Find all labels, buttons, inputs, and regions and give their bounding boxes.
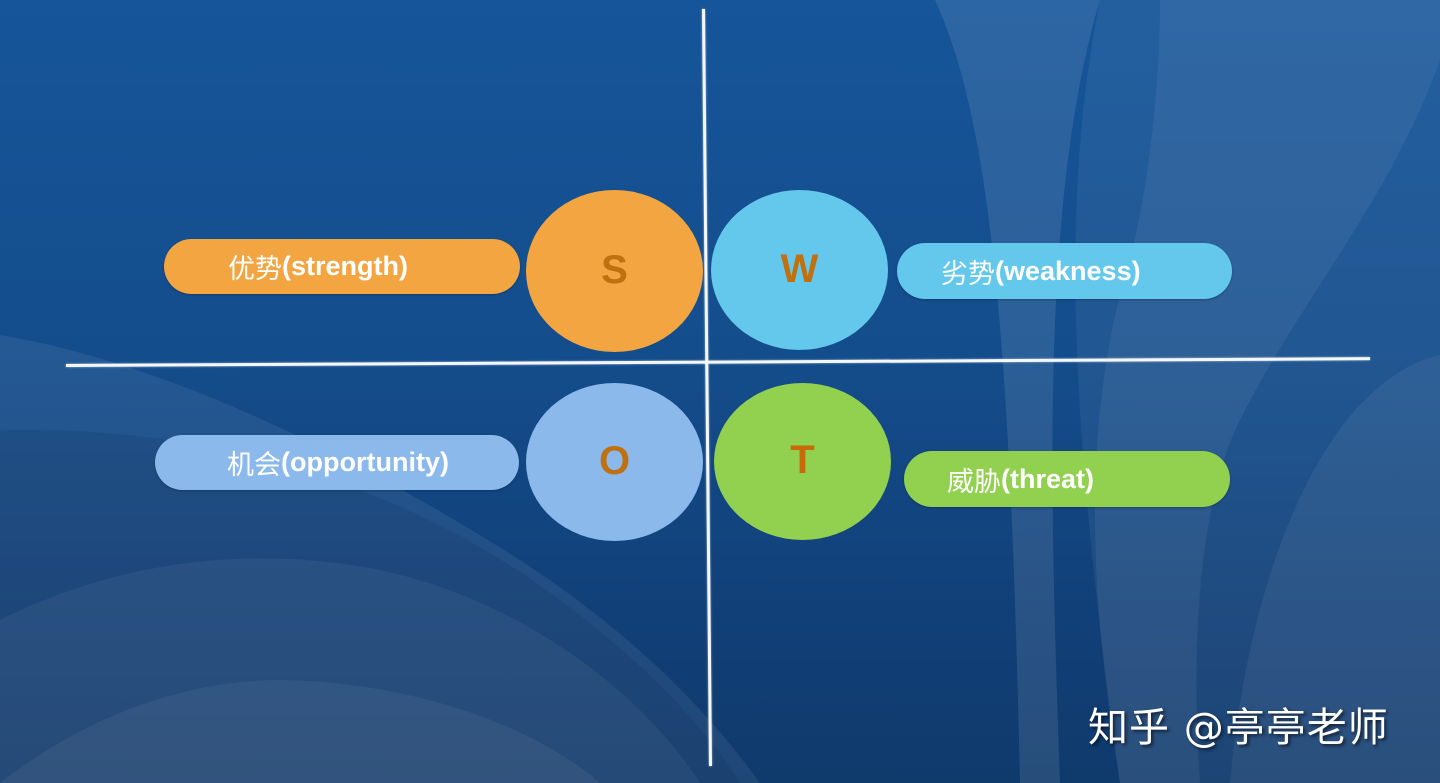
opportunity-circle: O (526, 383, 703, 541)
weakness-label-pill: 劣势(weakness) (897, 243, 1232, 299)
strength-label-en: (strength) (282, 251, 408, 281)
opportunity-letter: O (598, 438, 631, 483)
opportunity-label-en: (opportunity) (281, 447, 449, 477)
zhihu-watermark: 知乎 @亭亭老师 (1088, 705, 1389, 751)
threat-label-pill: 威胁(threat) (904, 451, 1230, 507)
threat-circle: T (714, 383, 891, 540)
strength-circle: S (526, 190, 703, 352)
opportunity-label-pill: 机会(opportunity) (155, 435, 519, 490)
weakness-label-en: (weakness) (995, 255, 1141, 286)
weakness-circle: W (711, 190, 888, 350)
weakness-letter: W (780, 246, 819, 291)
opportunity-label-cn: 机会 (227, 450, 281, 481)
strength-label-pill: 优势(strength) (164, 239, 520, 294)
weakness-label-cn: 劣势 (941, 258, 995, 290)
strength-letter: S (601, 247, 628, 292)
threat-letter: T (790, 438, 815, 482)
threat-label-en: (threat) (1001, 463, 1094, 494)
strength-label-cn: 优势 (228, 254, 282, 285)
threat-label-cn: 威胁 (947, 466, 1001, 498)
